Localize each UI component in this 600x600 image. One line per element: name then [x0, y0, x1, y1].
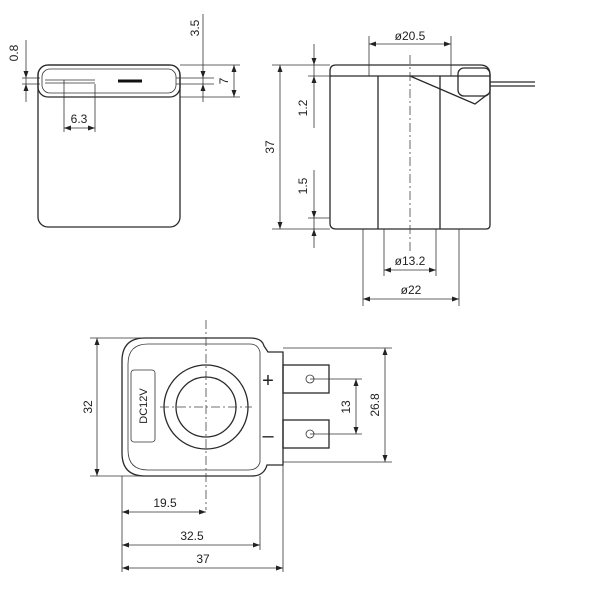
- label-plate: [130, 369, 156, 443]
- arrowhead: [353, 379, 359, 386]
- coil-face-outline: [121, 337, 284, 477]
- arrowhead: [311, 211, 317, 218]
- arrowhead: [231, 90, 237, 97]
- arrowhead: [94, 338, 100, 345]
- dim-1-2-label: 1.2: [296, 99, 310, 116]
- dim-32-5-label: 32.5: [180, 529, 204, 543]
- arrowhead: [94, 469, 100, 476]
- coil-side-outline: [37, 64, 181, 228]
- coil-top-flange: [37, 64, 181, 98]
- top-right-view: ø20.5 37 1.2 1.5 ø13.2 ø22: [263, 29, 535, 306]
- dim-0-8-label: 0.8: [7, 44, 21, 61]
- dim-d22-label: ø22: [401, 283, 422, 297]
- dim-d20-5-label: ø20.5: [395, 29, 426, 43]
- arrowhead: [253, 542, 260, 548]
- arrowhead: [277, 222, 283, 229]
- arrowhead: [311, 229, 317, 236]
- arrowhead: [311, 76, 317, 83]
- arrowhead: [452, 296, 459, 302]
- dim-6-3-label: 6.3: [71, 112, 88, 126]
- arrowhead: [363, 296, 370, 302]
- dim-3-5-label: 3.5: [188, 19, 202, 36]
- arrowhead: [122, 542, 129, 548]
- arrowhead: [276, 565, 283, 571]
- plus-sign: +: [262, 370, 274, 392]
- arrowhead: [382, 348, 388, 355]
- arrowhead: [199, 509, 206, 515]
- dim-19-5-label: 19.5: [153, 496, 177, 510]
- dim-13-label: 13: [339, 400, 353, 414]
- arrowhead: [64, 125, 71, 131]
- coil-face-inner: [127, 343, 261, 471]
- dim-7-label: 7: [217, 77, 231, 84]
- arrowhead: [277, 65, 283, 72]
- arrowhead: [122, 565, 129, 571]
- arrowhead: [353, 427, 359, 434]
- arrowhead: [88, 125, 95, 131]
- bottom-view: DC12V + – 32 13 26.8: [81, 320, 392, 572]
- coil-flange-inner: [41, 68, 177, 94]
- arrowhead: [122, 509, 129, 515]
- arrowhead: [231, 65, 237, 72]
- dim-26-8-label: 26.8: [368, 393, 382, 417]
- arrowhead: [444, 41, 451, 47]
- minus-sign: –: [262, 425, 274, 447]
- arrowhead: [200, 84, 206, 91]
- arrowhead: [369, 41, 376, 47]
- arrowhead: [382, 455, 388, 462]
- lead-housing: [457, 67, 491, 97]
- arrowhead: [429, 267, 436, 273]
- dim-37-bottom-label: 37: [196, 552, 210, 566]
- dim-d13-2-label: ø13.2: [395, 254, 426, 268]
- dim-32-label: 32: [81, 400, 95, 414]
- arrowhead: [200, 71, 206, 78]
- arrowhead: [384, 267, 391, 273]
- terminal-lead-bend: [409, 75, 489, 105]
- dim-1-5-label: 1.5: [296, 177, 310, 194]
- top-left-view: 0.8 6.3 3.5 7: [7, 14, 240, 228]
- arrowhead: [311, 58, 317, 65]
- dim-37-label: 37: [263, 140, 277, 154]
- arrowhead: [23, 84, 29, 91]
- arrowhead: [23, 71, 29, 78]
- coil-voltage-label: DC12V: [138, 388, 150, 424]
